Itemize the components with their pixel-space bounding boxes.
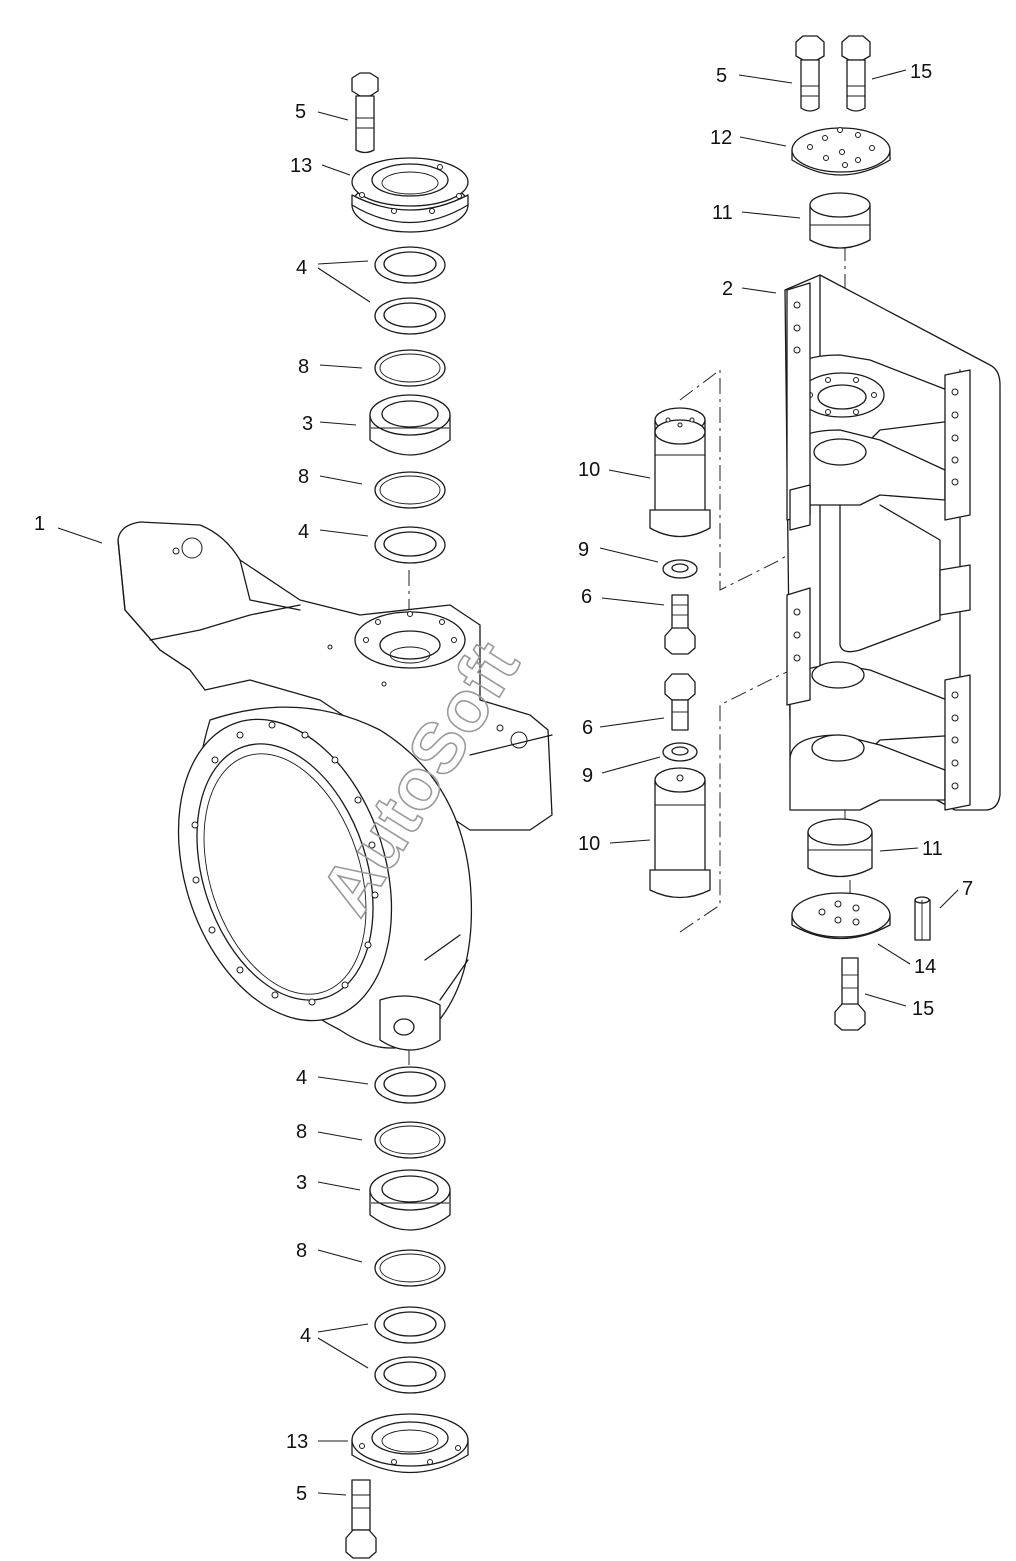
shim-upper-1 [374, 246, 446, 284]
label-shims-bottom: 4 [300, 1325, 311, 1347]
callout-labels: 1 5 13 4 8 3 8 4 4 8 3 8 4 13 5 10 9 6 6… [34, 61, 973, 1505]
bolt-top-bracket [795, 35, 825, 112]
label-bolt-bracket-upper: 15 [910, 61, 932, 83]
label-bolt-top-bracket: 5 [716, 65, 727, 87]
bolt-bracket-lower [834, 957, 866, 1031]
label-shims-lower-a: 4 [298, 521, 309, 543]
label-screw-upper-pin: 6 [581, 586, 592, 608]
snap-ring-lower-1 [374, 1121, 446, 1159]
snap-ring-upper-1 [374, 349, 446, 387]
flange-bolt-holes [191, 721, 379, 1006]
label-roll-pin: 7 [962, 878, 973, 900]
label-shims-lower-b: 4 [296, 1067, 307, 1089]
label-pivot-pin-lower: 10 [578, 833, 600, 855]
cap-lower [351, 1413, 469, 1474]
bushing-upper [369, 394, 451, 456]
leader-lines [57, 69, 959, 1496]
label-axle-bracket: 2 [722, 278, 733, 300]
cover-plate-upper [791, 127, 891, 176]
axle-bracket [784, 274, 1001, 811]
label-bearing-cup-lower: 11 [922, 838, 943, 860]
shim-lower-1 [374, 1066, 446, 1104]
label-bolt-bottom-knuckle: 5 [296, 1483, 307, 1505]
label-bushing-upper: 3 [302, 413, 313, 435]
snap-ring-upper-2 [374, 471, 446, 509]
roll-pin [914, 896, 931, 941]
pivot-pin-upper [649, 407, 711, 538]
shim-upper-3 [374, 526, 446, 564]
label-steering-knuckle: 1 [34, 513, 45, 535]
label-pivot-pin-upper: 10 [578, 459, 600, 481]
bolt-top-knuckle [351, 72, 379, 154]
label-bearing-cup-upper: 11 [712, 202, 733, 224]
label-snap-ring-upper-a: 8 [298, 356, 309, 378]
label-snap-ring-lower-a: 8 [296, 1121, 307, 1143]
shim-upper-2 [374, 297, 446, 335]
label-snap-ring-lower-b: 8 [296, 1240, 307, 1262]
screw-lower-pin [664, 673, 696, 731]
screw-upper-pin [664, 594, 696, 655]
washer-lower-pin [662, 742, 698, 762]
label-cover-plate-lower: 14 [914, 956, 936, 978]
snap-ring-lower-2 [374, 1249, 446, 1287]
pivot-pin-lower [649, 767, 711, 899]
bolt-bracket-upper [841, 35, 871, 112]
label-cover-plate-upper: 12 [710, 127, 732, 149]
bolt-bottom-knuckle [345, 1479, 377, 1559]
label-screw-lower-pin: 6 [582, 717, 593, 739]
bearing-cup-lower [807, 818, 873, 878]
label-bolt-top-knuckle: 5 [295, 101, 306, 123]
label-bolt-bracket-lower: 15 [912, 998, 934, 1020]
steering-knuckle [117, 521, 553, 1051]
shim-lower-2 [374, 1306, 446, 1344]
bushing-lower [369, 1169, 451, 1231]
bearing-cup-upper [809, 192, 871, 249]
cover-plate-lower [791, 892, 891, 940]
label-shims-upper-a: 4 [296, 257, 307, 279]
label-washer-lower-pin: 9 [582, 765, 593, 787]
label-cap-lower: 13 [286, 1431, 308, 1453]
label-snap-ring-upper-b: 8 [298, 466, 309, 488]
washer-upper-pin [662, 559, 698, 579]
cap-upper [351, 157, 469, 233]
label-bushing-lower: 3 [296, 1172, 307, 1194]
shim-lower-3 [374, 1356, 446, 1394]
label-cap-upper: 13 [290, 155, 312, 177]
label-washer-upper-pin: 9 [578, 539, 589, 561]
